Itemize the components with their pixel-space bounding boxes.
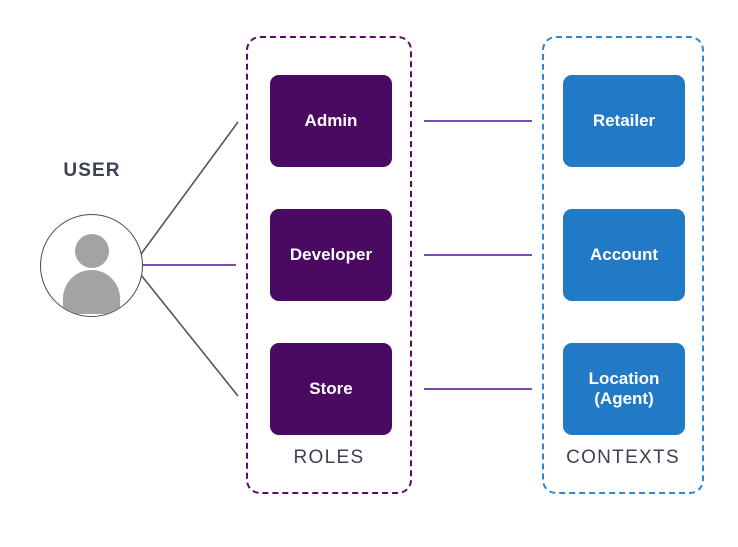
role-node-admin[interactable]: Admin — [270, 75, 392, 167]
context-node-label-wrapper: Location (Agent) — [589, 369, 660, 409]
roles-group-container — [246, 36, 412, 494]
contexts-group-caption: CONTEXTS — [566, 447, 680, 468]
user-label: USER — [63, 160, 121, 181]
avatar-body-shape — [63, 270, 120, 314]
context-node-label-line2: (Agent) — [594, 389, 654, 408]
person-avatar-icon — [40, 214, 143, 317]
context-node-account[interactable]: Account — [563, 209, 685, 301]
contexts-group-container — [542, 36, 704, 494]
roles-group-caption: ROLES — [293, 447, 365, 468]
role-node-store[interactable]: Store — [270, 343, 392, 435]
context-node-label: Account — [590, 244, 658, 264]
user-node: USER — [37, 160, 147, 330]
role-node-label: Store — [309, 378, 353, 398]
role-node-label: Developer — [289, 244, 373, 264]
context-node-label: Retailer — [592, 110, 656, 130]
avatar-head-shape — [74, 234, 109, 268]
role-node-developer[interactable]: Developer — [270, 209, 392, 301]
connector-user-store — [132, 264, 239, 397]
context-node-location-agent[interactable]: Location (Agent) — [563, 343, 685, 435]
connector-user-admin — [132, 121, 239, 266]
context-node-retailer[interactable]: Retailer — [563, 75, 685, 167]
context-node-label-line1: Location — [588, 368, 660, 388]
role-node-label: Admin — [304, 110, 358, 130]
